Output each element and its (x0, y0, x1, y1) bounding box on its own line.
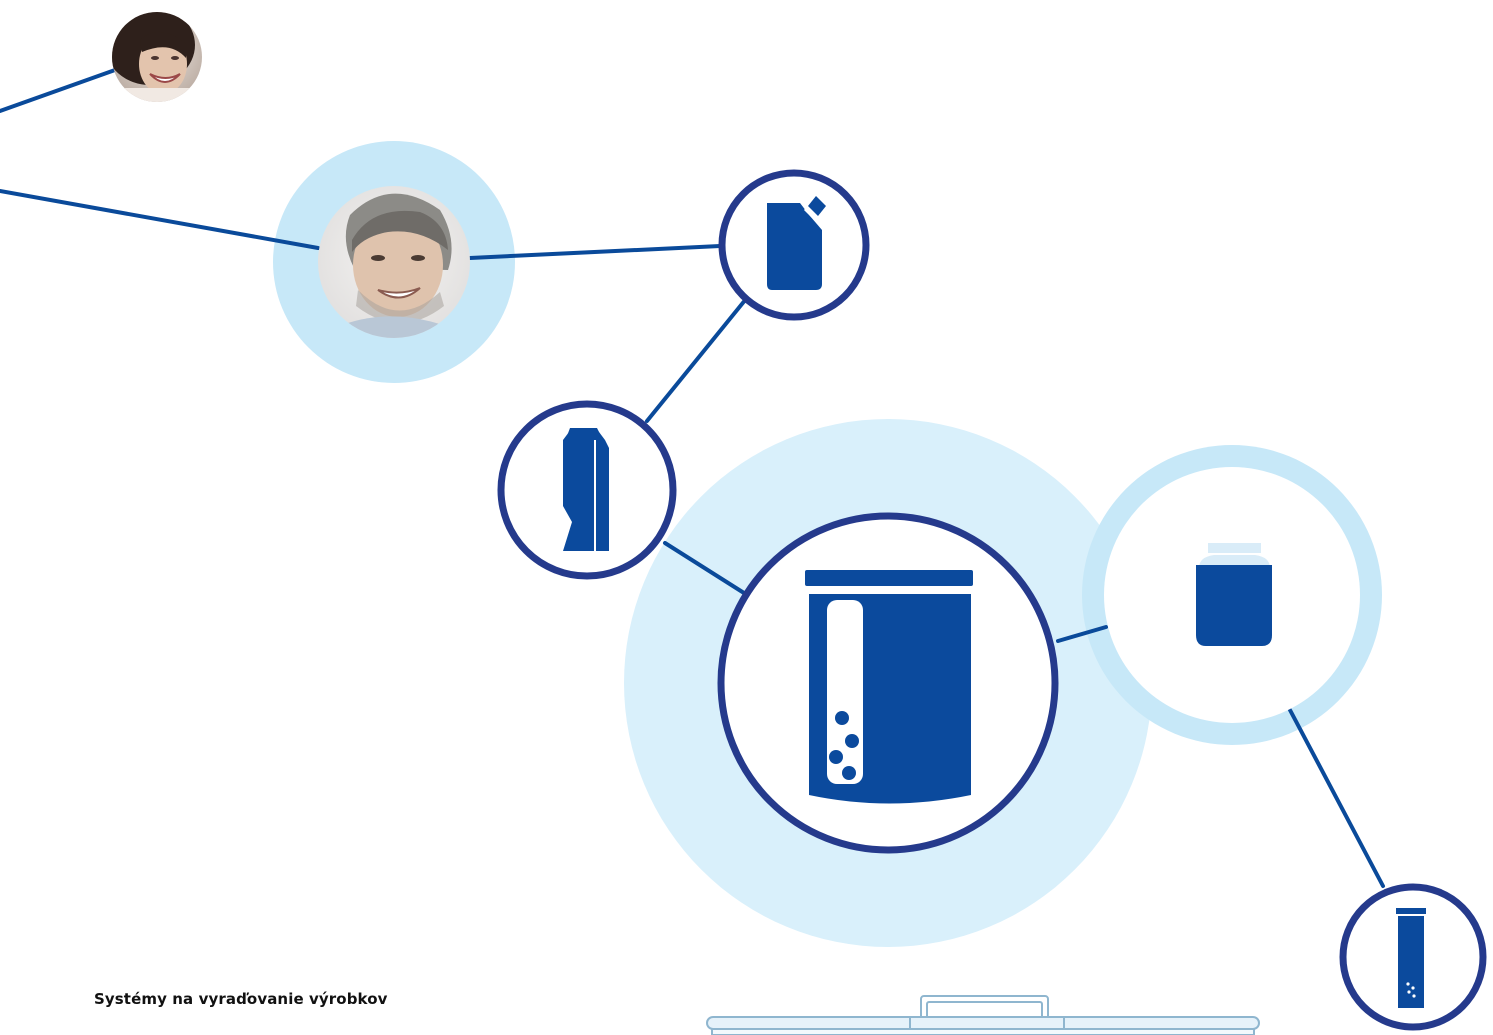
canister-pellet (835, 711, 849, 725)
bottle-icon (767, 196, 827, 290)
connector-edge-woman (0, 68, 117, 113)
connector-layer (0, 68, 1385, 888)
diagram-caption: Systémy na vyraďovanie výrobkov (94, 990, 388, 1008)
canister-icon (805, 570, 973, 804)
connector-carton-canister (663, 541, 746, 595)
connector-jar-tube (1288, 708, 1385, 888)
man-photo (318, 186, 470, 338)
canister-pellet (845, 734, 859, 748)
machine-icon (706, 995, 1260, 1035)
woman-photo (112, 12, 202, 102)
connector-bottle-carton (645, 297, 748, 423)
canister-pellet (842, 766, 856, 780)
connector-man-bottle (468, 244, 722, 260)
connector-edge-man (0, 189, 320, 250)
carton-icon (563, 428, 609, 551)
canister-pellet (829, 750, 843, 764)
tube-icon (1396, 908, 1426, 1008)
jar-icon (1196, 543, 1272, 646)
connector-canister-jar (1056, 625, 1108, 643)
